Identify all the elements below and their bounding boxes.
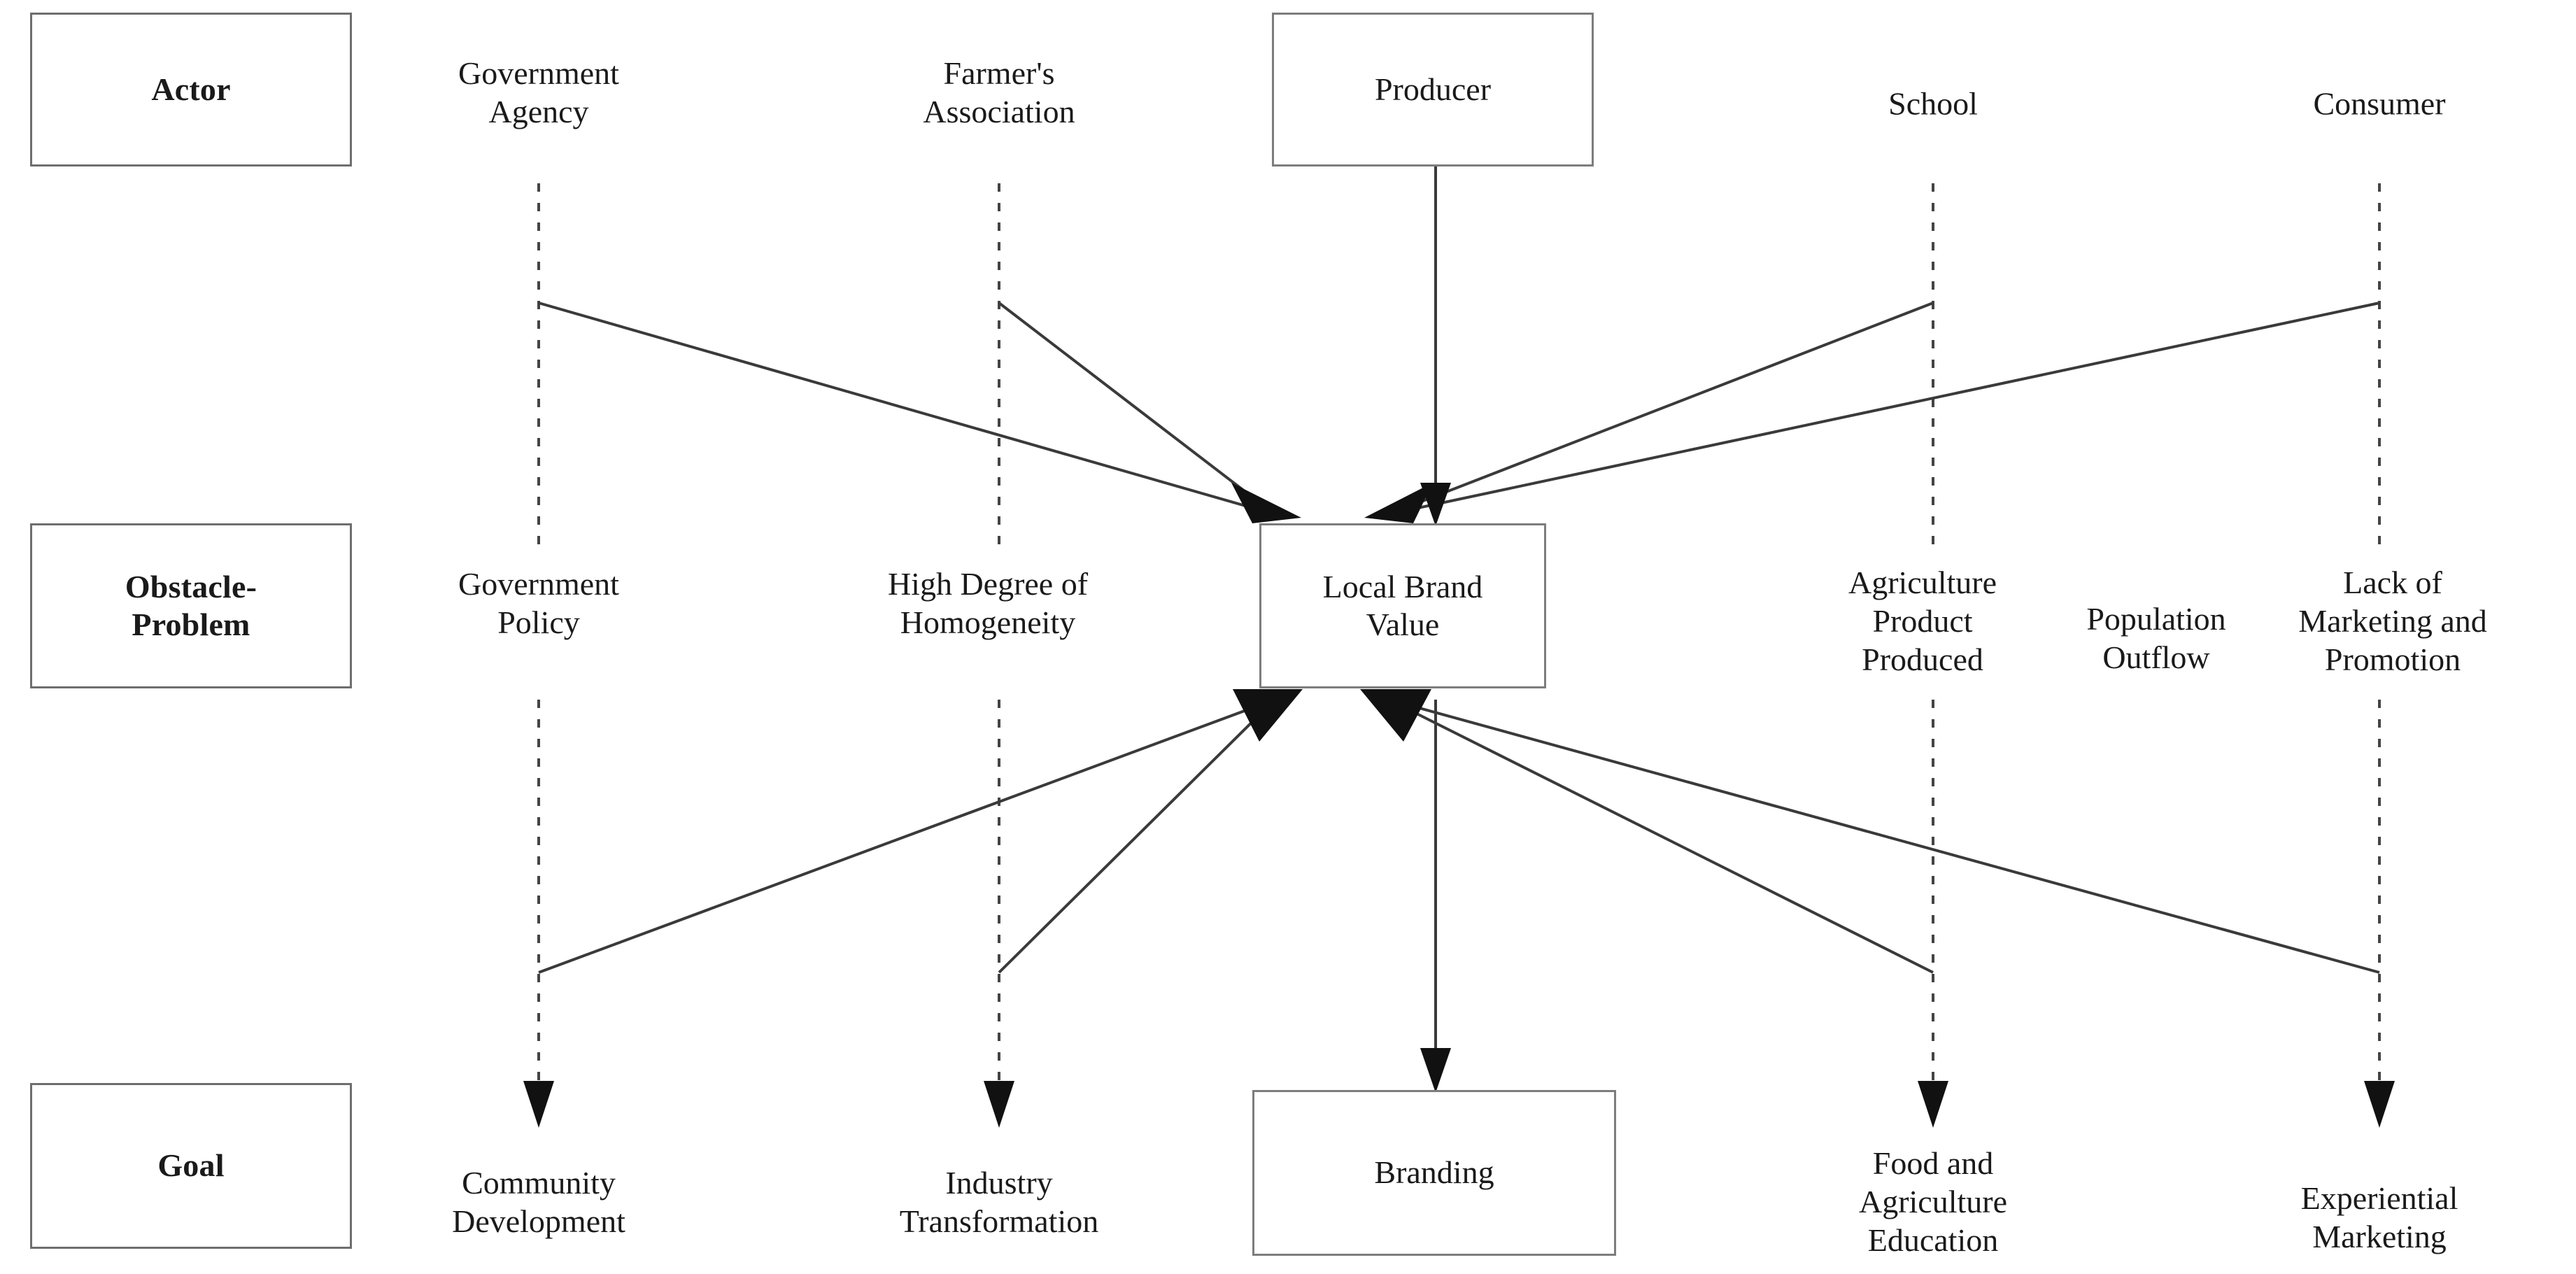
lane-label-goal: Goal: [30, 1083, 352, 1249]
line-lbv-to-community-dev: [538, 698, 1275, 974]
lane-label-goal-text: Goal: [157, 1147, 225, 1184]
node-branding-text: Branding: [1374, 1154, 1494, 1191]
dotted-arrowheads: [523, 1081, 2395, 1128]
lbv-outbound-arrowheads: [1233, 689, 1451, 1093]
obstacle-label-high-degree-of-homogeneity: High Degree of Homogeneity: [887, 565, 1089, 640]
lane-label-obstacle-problem-text: Obstacle- Problem: [125, 568, 257, 642]
actor-label-school: School: [1888, 85, 1978, 122]
lane-label-obstacle-problem: Obstacle- Problem: [30, 523, 352, 688]
arrowhead-lbv-top-center: [1420, 483, 1451, 526]
obstacle-label-lack-of-marketing-and-promotion: Lack of Marketing and Promotion: [2298, 565, 2487, 678]
actor-label-consumer: Consumer: [2313, 85, 2446, 122]
line-lbv-to-industry-transf: [998, 698, 1276, 974]
arrowhead-col5-goal: [2364, 1081, 2395, 1128]
arrowhead-branding: [1420, 1048, 1451, 1093]
goal-label-industry-transformation: Industry Transformation: [899, 1164, 1099, 1239]
arrowhead-lbv-bottom-right: [1360, 689, 1431, 742]
arrowhead-lbv-top-left: [1231, 483, 1301, 523]
actor-label-government-agency: Government Agency: [458, 55, 619, 129]
arrowhead-lbv-top-right: [1364, 483, 1433, 523]
node-local-brand-value-text: Local Brand Value: [1322, 568, 1483, 642]
solid-connectors-upper: [538, 167, 2380, 516]
arrowhead-lbv-bottom-left: [1233, 689, 1303, 742]
line-consumer-to-lbv: [1388, 302, 2380, 516]
goal-label-experiential-marketing: Experiential Marketing: [2300, 1180, 2458, 1254]
solid-connectors-lower: [538, 698, 2380, 1081]
goal-label-food-and-agriculture-education: Food and Agriculture Education: [1858, 1145, 2008, 1259]
arrowhead-col1-goal: [523, 1081, 554, 1128]
node-local-brand-value[interactable]: Local Brand Value: [1259, 523, 1546, 688]
obstacle-label-agriculture-product-produced: Agriculture Product Produced: [1848, 565, 1997, 678]
dotted-column-lines: [537, 183, 2381, 1083]
line-school-to-lbv: [1388, 302, 1934, 516]
arrowhead-col4-goal: [1918, 1081, 1948, 1128]
obstacle-label-government-policy: Government Policy: [458, 565, 619, 640]
line-gov-agency-to-lbv: [538, 302, 1275, 516]
lane-label-actor-text: Actor: [151, 71, 231, 107]
lbv-inbound-arrowheads: [1231, 483, 1451, 526]
node-branding[interactable]: Branding: [1252, 1090, 1616, 1256]
arrowhead-col2-goal: [984, 1081, 1014, 1128]
goal-label-community-development: Community Development: [452, 1164, 625, 1239]
node-producer-text: Producer: [1374, 71, 1492, 107]
node-producer[interactable]: Producer: [1272, 13, 1594, 167]
actor-label-farmers-association: Farmer's Association: [923, 55, 1075, 129]
lane-label-actor: Actor: [30, 13, 352, 167]
line-lbv-to-food-agri-edu: [1388, 698, 1934, 974]
obstacle-label-population-outflow: Population Outflow: [2086, 600, 2226, 675]
line-lbv-to-experiential-mkt: [1388, 698, 2380, 974]
line-farmers-assoc-to-lbv: [998, 302, 1276, 516]
